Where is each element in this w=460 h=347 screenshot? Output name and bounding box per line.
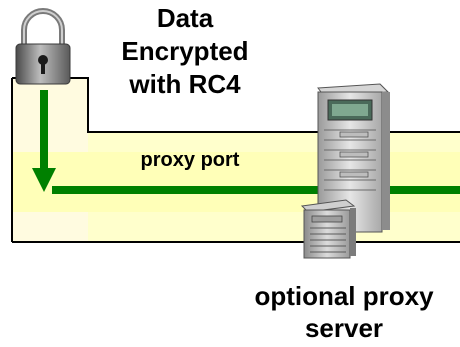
down-arrow-icon — [32, 168, 56, 192]
title-line: Encrypted — [121, 36, 249, 66]
proxy-port-label: proxy port — [140, 149, 240, 171]
data-line-vertical — [40, 90, 48, 172]
title-line: with RC4 — [129, 69, 241, 99]
caption-line: optional proxy — [254, 281, 434, 311]
title-line: Data — [156, 3, 214, 33]
padlock-icon — [15, 8, 71, 85]
server-desktop-icon — [300, 199, 356, 259]
encryption-title: Data Encrypted with RC4 — [100, 2, 270, 101]
server-caption: optional proxy server — [228, 280, 460, 344]
encrypted-data-path — [32, 90, 460, 194]
caption-line: server — [304, 313, 384, 343]
data-line-horizontal — [52, 186, 460, 194]
